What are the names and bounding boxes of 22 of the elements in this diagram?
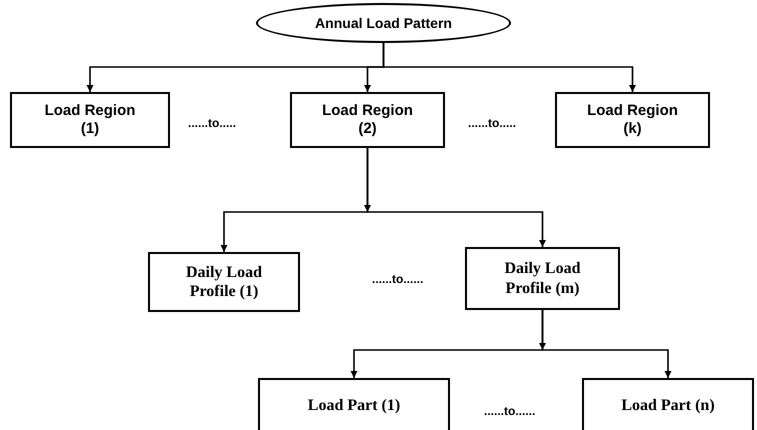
- ellipsis-label: ......to......: [372, 272, 424, 286]
- node-label: Daily Load Profile (m): [503, 259, 582, 298]
- process-box: [582, 378, 754, 430]
- node-label: Load Region (1): [44, 102, 136, 138]
- process-box: [290, 92, 445, 148]
- node-label: Load Part (n): [620, 396, 716, 416]
- node-label: Load Part (1): [306, 396, 402, 416]
- ellipsis-label: ......to.....: [468, 116, 516, 130]
- node-label: Load Region (k): [586, 102, 679, 138]
- process-box: [258, 378, 450, 430]
- arrow: [382, 43, 636, 92]
- ellipsis-label: ......to.....: [188, 116, 236, 130]
- process-box: [10, 92, 170, 148]
- process-box: [555, 92, 710, 148]
- arrow: [364, 148, 371, 212]
- process-box: [148, 252, 300, 312]
- process-box: [465, 247, 620, 310]
- node-label: Load Region (2): [321, 102, 414, 138]
- arrow: [539, 310, 546, 350]
- node-label: Daily Load Profile (1): [184, 262, 263, 302]
- ellipsis-label: ......to......: [484, 404, 536, 418]
- node-label: Annual Load Pattern: [314, 14, 453, 32]
